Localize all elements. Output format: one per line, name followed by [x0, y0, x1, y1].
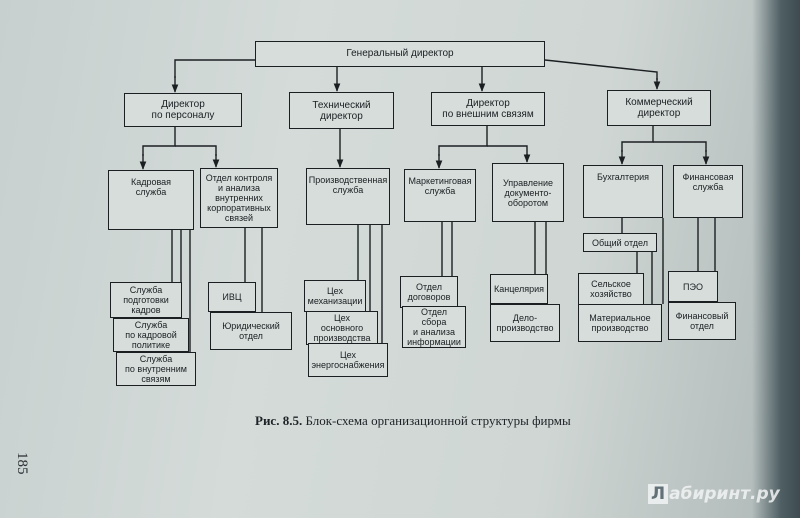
agriculture-label: Сельское хозяйство [590, 279, 632, 299]
general-director-label: Генеральный директор [346, 48, 454, 59]
mechanization-shop-label: Цех механизации [307, 286, 363, 306]
connector-com-branch-right [653, 141, 707, 152]
external-director-label: Директор по внешним связям [442, 98, 534, 120]
connector-hr-branch-right [175, 145, 217, 156]
figure-caption: Рис. 8.5. Блок-схема организационной стр… [255, 413, 571, 429]
box-main-production-shop: Цех основного производства [306, 311, 378, 345]
box-technical-director: Технический директор [289, 92, 394, 129]
box-ivc: ИВЦ [208, 282, 256, 312]
box-marketing-service: Маркетинговая служба [404, 169, 476, 222]
box-external-director: Директор по внешним связям [431, 92, 545, 126]
internal-relations-label: Служба по внутренним связям [125, 354, 187, 384]
hr-director-label: Директор по персоналу [151, 99, 215, 121]
production-service-label: Производственная служба [308, 175, 388, 195]
peo-label: ПЭО [683, 281, 703, 292]
recruitment-label: Служба подготовки кадров [123, 285, 169, 315]
connector-com-branch [621, 126, 654, 152]
figure-caption-label: Рис. 8.5. [255, 413, 303, 428]
box-records-management: Дело- производство [490, 304, 560, 342]
main-production-shop-label: Цех основного производства [313, 313, 371, 343]
material-production-label: Материальное производство [589, 313, 651, 333]
legal-dept-label: Юридический отдел [222, 321, 280, 341]
watermark-text: абиринт.ру [669, 484, 780, 504]
connector-hr-branch [142, 126, 176, 156]
document-management-label: Управление документо- оборотом [502, 177, 554, 208]
box-hr-director: Директор по персоналу [124, 93, 242, 127]
box-contracts-dept: Отдел договоров [400, 276, 458, 308]
commercial-director-label: Коммерческий директор [625, 97, 693, 119]
general-dept-label: Общий отдел [592, 237, 648, 248]
energy-shop-label: Цех энергоснабжения [311, 350, 385, 370]
connector-general-to-commercial [544, 59, 658, 80]
hr-policy-label: Служба по кадровой политике [125, 320, 177, 350]
box-peo: ПЭО [668, 271, 718, 302]
box-finance-service: Финансовая служба [673, 165, 743, 218]
box-internal-relations: Служба по внутренним связям [116, 352, 196, 386]
connector-general-to-hr [174, 59, 255, 78]
accounting-label: Бухгалтерия [597, 172, 649, 182]
book-spine-shadow [752, 0, 800, 518]
records-management-label: Дело- производство [496, 313, 554, 333]
contracts-dept-label: Отдел договоров [407, 282, 451, 302]
box-production-service: Производственная служба [306, 168, 390, 225]
box-info-dept: Отдел сбора и анализа информации [402, 306, 466, 348]
box-chancellery: Канцелярия [490, 274, 548, 304]
box-material-production: Материальное производство [578, 304, 662, 342]
box-document-management: Управление документо- оборотом [492, 163, 564, 222]
control-dept-label: Отдел контроля и анализа внутренних корп… [205, 173, 273, 223]
box-energy-shop: Цех энергоснабжения [308, 343, 388, 377]
finance-dept-label: Финансовый отдел [675, 311, 729, 331]
ivc-label: ИВЦ [222, 292, 242, 302]
figure-caption-text: Блок-схема организационной структуры фир… [302, 413, 571, 428]
box-general-director: Генеральный директор [255, 41, 545, 67]
connector-ext-branch-right [487, 145, 528, 156]
box-mechanization-shop: Цех механизации [304, 280, 366, 312]
connector-ext-branch [438, 126, 488, 156]
technical-director-label: Технический директор [312, 99, 371, 122]
box-legal-dept: Юридический отдел [210, 312, 292, 350]
box-general-dept: Общий отдел [583, 233, 657, 252]
box-recruitment: Служба подготовки кадров [110, 282, 182, 318]
box-finance-dept: Финансовый отдел [668, 302, 736, 340]
chancellery-label: Канцелярия [493, 284, 544, 294]
page-number: 185 [14, 452, 30, 475]
info-dept-label: Отдел сбора и анализа информации [407, 307, 461, 347]
personnel-service-label: Кадровая служба [130, 177, 172, 197]
box-control-dept: Отдел контроля и анализа внутренних корп… [200, 168, 278, 228]
box-accounting: Бухгалтерия [583, 165, 663, 218]
watermark-mark: Л [648, 484, 669, 504]
box-agriculture: Сельское хозяйство [578, 273, 644, 305]
box-personnel-service: Кадровая служба [108, 170, 194, 230]
marketing-service-label: Маркетинговая служба [408, 176, 472, 196]
box-commercial-director: Коммерческий директор [607, 90, 711, 126]
box-hr-policy: Служба по кадровой политике [113, 318, 189, 352]
finance-service-label: Финансовая служба [682, 172, 734, 192]
